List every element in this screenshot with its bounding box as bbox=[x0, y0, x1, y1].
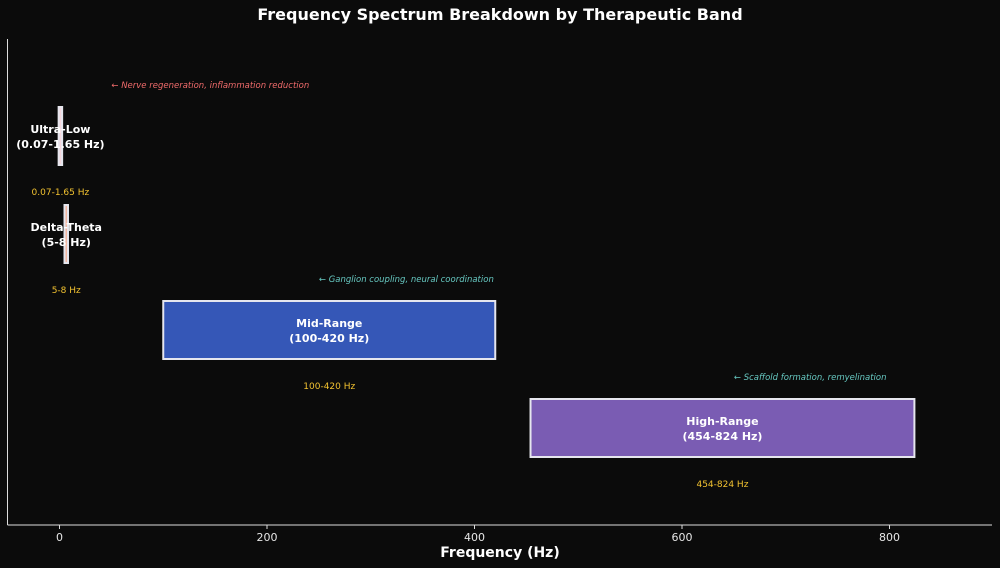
band-bar bbox=[529, 398, 916, 458]
x-axis-label: Frequency (Hz) bbox=[440, 545, 559, 561]
band-label-range: (454-824 Hz) bbox=[682, 430, 762, 443]
x-tick-label: 800 bbox=[879, 531, 900, 544]
band-label-range: (5-8 Hz) bbox=[42, 236, 91, 249]
x-tick-label: 200 bbox=[257, 531, 278, 544]
band-annotation: ← Nerve regeneration, inflammation reduc… bbox=[111, 81, 309, 91]
band-label-name: Ultra-Low bbox=[30, 123, 90, 136]
band-label-range: (100-420 Hz) bbox=[289, 332, 369, 345]
band-label-name: Mid-Range bbox=[296, 317, 362, 330]
band-range-text: 100-420 Hz bbox=[303, 382, 355, 392]
band-label-name: High-Range bbox=[686, 415, 758, 428]
band-label-name: Delta-Theta bbox=[31, 221, 102, 234]
x-tick-label: 600 bbox=[672, 531, 693, 544]
band-annotation: ← Scaffold formation, remyelination bbox=[734, 373, 887, 383]
band-range-text: 0.07-1.65 Hz bbox=[32, 188, 90, 198]
band-range-text: 454-824 Hz bbox=[696, 480, 748, 490]
bands-group: Ultra-Low (0.07-1.65 Hz) 0.07-1.65 Hz ← Ner… bbox=[16, 81, 916, 490]
band-bar bbox=[63, 204, 69, 264]
band-label-range: (0.07-1.65 Hz) bbox=[16, 138, 104, 151]
chart-title: Frequency Spectrum Breakdown by Therapeu… bbox=[257, 5, 742, 24]
x-tick-label: 400 bbox=[464, 531, 485, 544]
x-ticks: 0 200 400 600 800 bbox=[56, 525, 900, 544]
band-range-text: 5-8 Hz bbox=[52, 286, 81, 296]
band-bar bbox=[162, 300, 497, 360]
band-annotation: ← Ganglion coupling, neural coordination bbox=[319, 275, 494, 285]
band-bar bbox=[57, 106, 64, 166]
x-tick-label: 0 bbox=[56, 531, 63, 544]
